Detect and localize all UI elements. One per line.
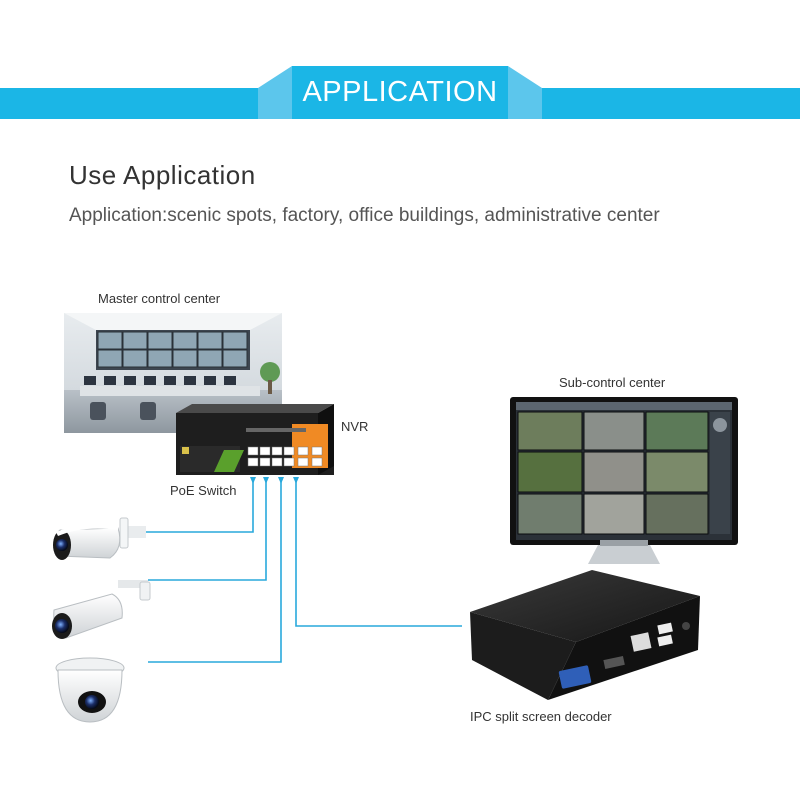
section-heading: Use Application xyxy=(69,160,256,190)
master-control-label: Master control center xyxy=(98,291,221,306)
decoder-box-icon xyxy=(470,570,700,700)
banner-tab xyxy=(258,66,542,119)
monitor-icon xyxy=(510,397,738,564)
nvr-label: NVR xyxy=(341,419,369,434)
poe-switch-icon xyxy=(176,404,334,475)
network-cables xyxy=(146,479,462,663)
bullet-camera-icon xyxy=(53,517,146,560)
dome-camera-icon xyxy=(55,657,125,723)
banner-title: APPLICATION xyxy=(302,76,498,108)
decoder-label: IPC split screen decoder xyxy=(470,709,612,724)
control-room-icon xyxy=(64,313,282,433)
sub-control-label: Sub-control center xyxy=(559,375,666,390)
section-subheading: Application:scenic spots, factory, offic… xyxy=(69,205,660,226)
poe-switch-label: PoE Switch xyxy=(170,483,237,498)
bullet-camera-icon xyxy=(52,580,151,639)
